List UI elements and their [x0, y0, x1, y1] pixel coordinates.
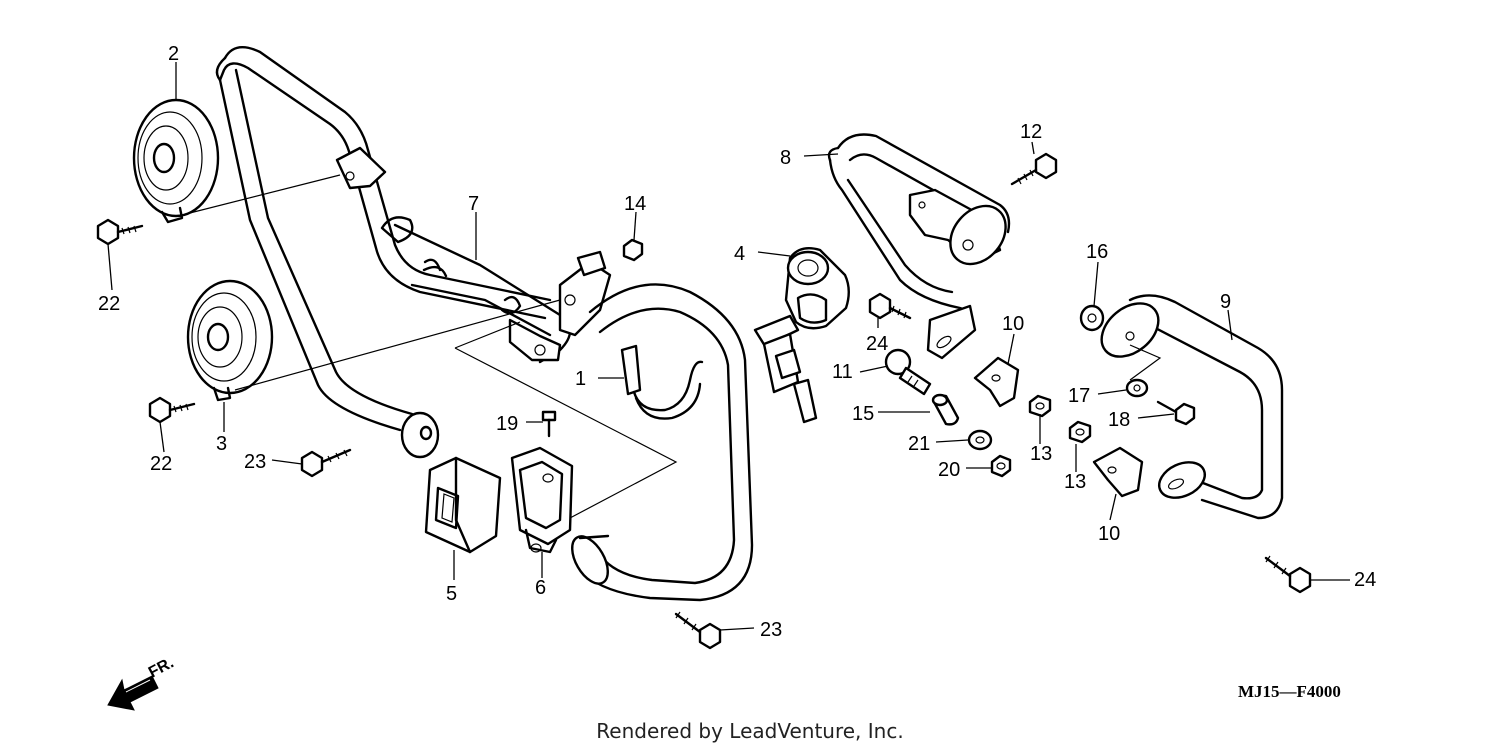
left-guard-lower-loop[interactable]	[565, 283, 754, 602]
callout-16: 16	[1086, 241, 1108, 263]
washer-16[interactable]	[1079, 304, 1105, 332]
bracket-10-upper[interactable]	[973, 356, 1020, 408]
callout-19: 19	[496, 413, 518, 435]
callout-10-lower: 10	[1098, 523, 1120, 545]
control-unit-5[interactable]	[424, 456, 502, 554]
wire-band-1[interactable]	[620, 344, 704, 420]
callout-labels: 1 2 3 4 5 6 7 8 9 10 10 11 12 13 13 14 1…	[98, 43, 1376, 641]
right-engine-guard-8[interactable]	[827, 133, 1017, 360]
callout-24-lower: 24	[1354, 569, 1376, 591]
callout-4: 4	[734, 243, 745, 265]
bolt-23-upper[interactable]	[300, 448, 352, 478]
callout-leaders	[107, 62, 1350, 631]
callout-15: 15	[852, 403, 874, 425]
unit-bracket-6[interactable]	[510, 446, 574, 554]
callout-21: 21	[908, 433, 930, 455]
bolt-22-lower[interactable]	[148, 396, 196, 424]
callout-10-upper: 10	[1002, 313, 1024, 335]
bolt-11[interactable]	[884, 348, 932, 396]
callout-6: 6	[535, 577, 546, 599]
callout-8: 8	[780, 147, 791, 169]
bolt-22-upper[interactable]	[96, 218, 144, 246]
callout-14: 14	[624, 193, 646, 215]
callout-13-left: 13	[1030, 443, 1052, 465]
washer-21[interactable]	[967, 429, 993, 451]
diagram-code: MJ15—F4000	[1238, 682, 1341, 701]
bolt-18[interactable]	[1156, 400, 1196, 426]
nut-13-left[interactable]	[1028, 394, 1052, 418]
collar-15[interactable]	[931, 393, 960, 426]
callout-24-upper: 24	[866, 333, 888, 355]
callout-20: 20	[938, 459, 960, 481]
callout-12: 12	[1020, 121, 1042, 143]
callout-22-lower: 22	[150, 453, 172, 475]
callout-18: 18	[1108, 409, 1130, 431]
callout-22-upper: 22	[98, 293, 120, 315]
washer-17[interactable]	[1125, 378, 1149, 398]
bolt-23-lower[interactable]	[674, 611, 722, 650]
left-engine-guard[interactable]	[215, 46, 552, 459]
ignition-switch-4[interactable]	[753, 247, 850, 424]
front-direction-arrow: FR.	[107, 654, 177, 711]
callout-13-right: 13	[1064, 471, 1086, 493]
callout-3: 3	[216, 433, 227, 455]
callout-2: 2	[168, 43, 179, 65]
horn-upper[interactable]	[132, 98, 220, 224]
nut-13-right[interactable]	[1068, 420, 1092, 444]
bolt-24-lower[interactable]	[1264, 555, 1312, 594]
right-engine-guard-9[interactable]	[1091, 293, 1284, 520]
nut-14[interactable]	[622, 238, 644, 262]
footer-credit: Rendered by LeadVenture, Inc.	[596, 719, 903, 743]
callout-23-lower: 23	[760, 619, 782, 641]
callout-5: 5	[446, 583, 457, 605]
callout-7: 7	[468, 193, 479, 215]
callout-11: 11	[832, 361, 853, 383]
callout-1: 1	[575, 368, 586, 390]
screw-19[interactable]	[541, 410, 557, 438]
guard-pipe-7[interactable]	[393, 223, 612, 364]
horn-lower[interactable]	[186, 279, 274, 402]
callout-23-upper: 23	[244, 451, 266, 473]
nut-20[interactable]	[990, 454, 1012, 478]
bolt-24-upper[interactable]	[868, 292, 912, 320]
assembly-lines	[177, 174, 1162, 519]
bracket-10-lower[interactable]	[1092, 446, 1144, 498]
bolt-12[interactable]	[1010, 152, 1058, 186]
callout-9: 9	[1220, 291, 1231, 313]
callout-17: 17	[1068, 385, 1090, 407]
